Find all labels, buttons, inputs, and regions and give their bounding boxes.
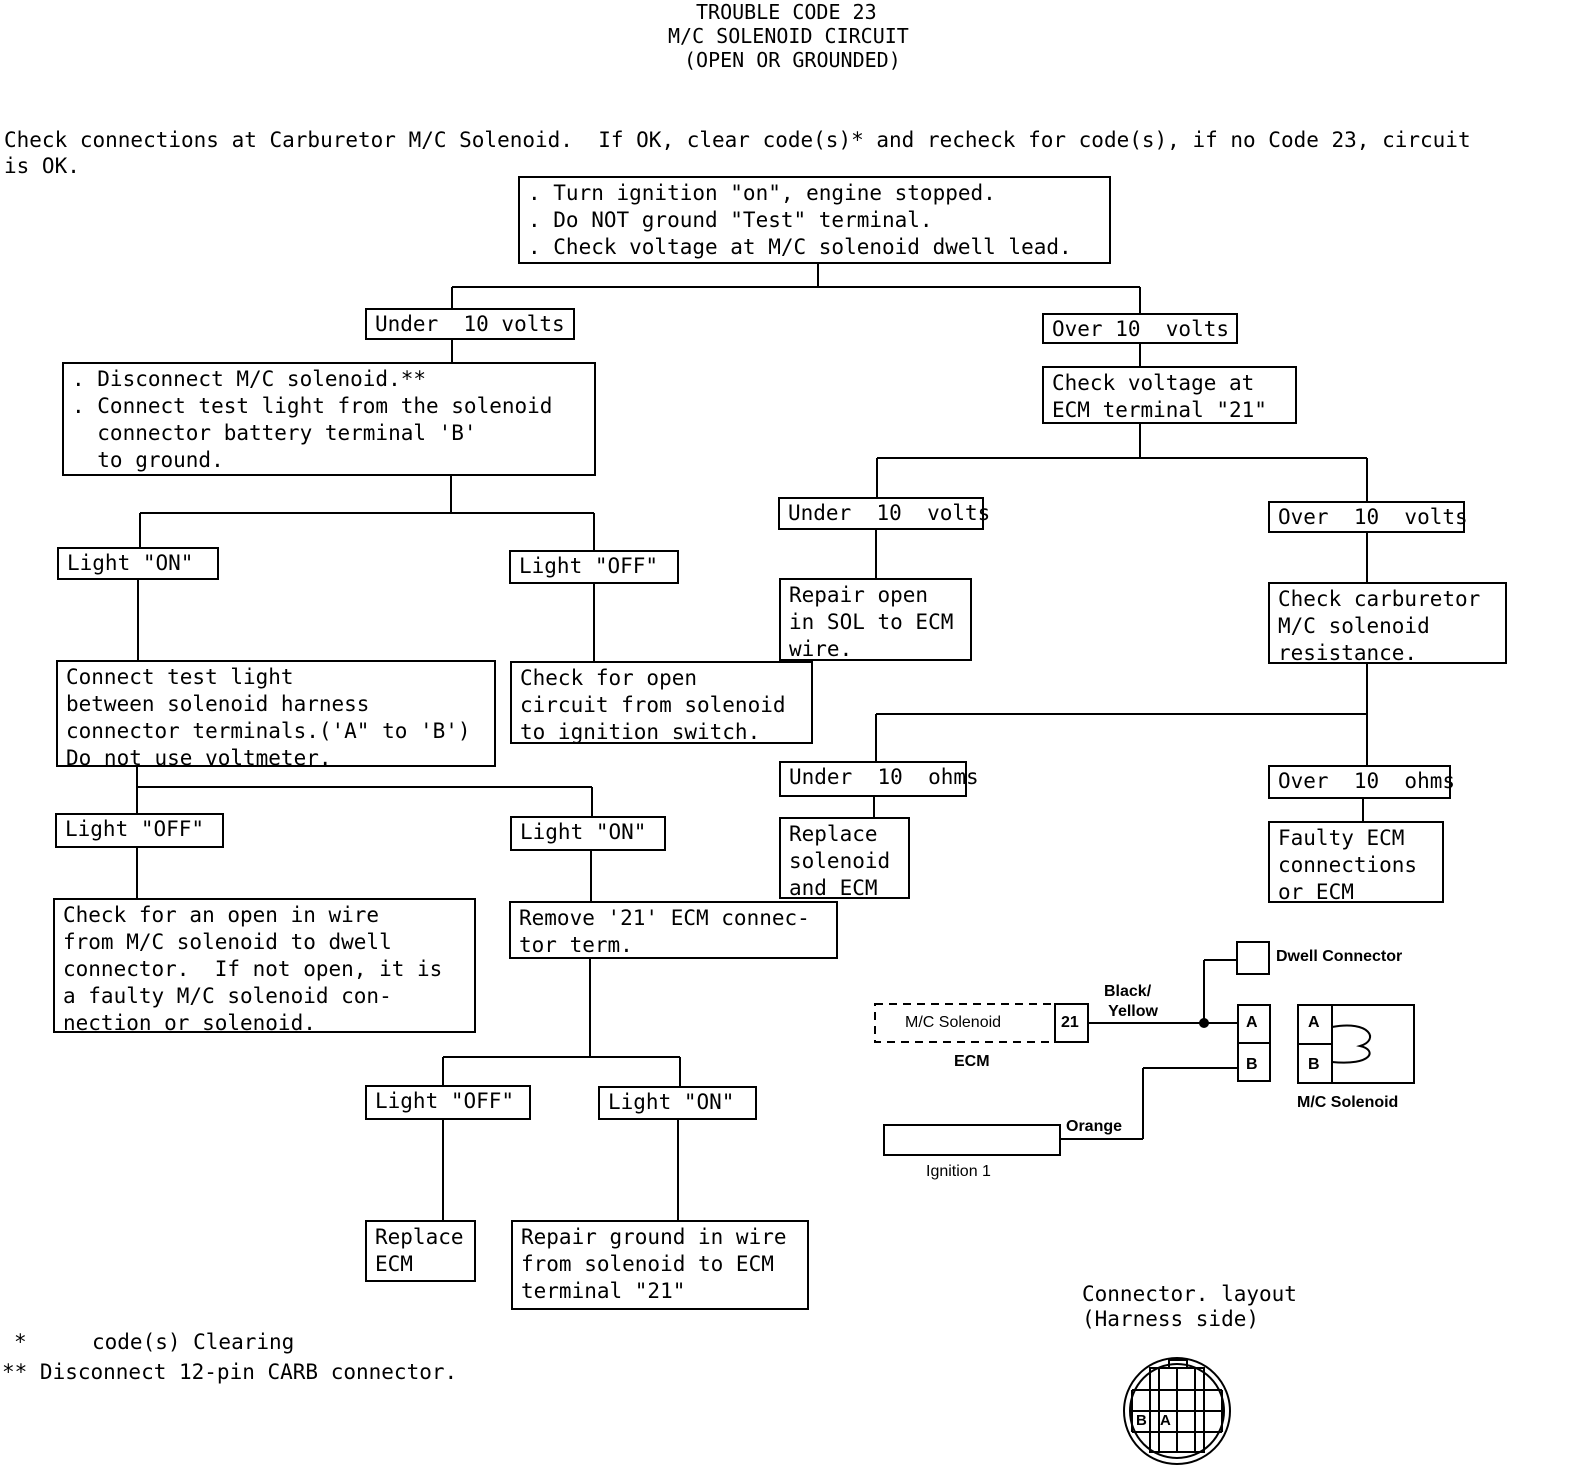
check-carburetor-box: Check carburetor M/C solenoid resistance… [1268,582,1507,665]
replace-ecm-box: Replace ECM [365,1220,476,1282]
connector-layout-pin-b: B [1136,1412,1147,1429]
intro-line-1: Check connections at Carburetor M/C Sole… [4,128,1471,152]
connector-layout-pin-a: A [1160,1412,1171,1429]
label-light-on-1: Light "ON" [57,547,219,580]
disconnect-solenoid-box: . Disconnect M/C solenoid.** . Connect t… [62,362,596,476]
check-open-wire-box: Check for an open in wire from M/C solen… [53,898,476,1035]
repair-open-box: Repair open in SOL to ECM wire. [779,578,972,661]
replace-solenoid-ecm-box: Replace solenoid and ECM [779,817,910,900]
check-ecm-21-box: Check voltage at ECM terminal "21" [1042,366,1297,424]
ecm-label: ECM [954,1053,990,1070]
mc-solenoid-label: M/C Solenoid [1297,1094,1399,1111]
connector-pin-a: A [1246,1014,1258,1031]
connector-layout-title: Connector. layout (Harness side) [1082,1282,1297,1332]
connect-test-light-box: Connect test light between solenoid harn… [56,660,496,770]
dwell-connector-label: Dwell Connector [1276,948,1403,965]
repair-ground-box: Repair ground in wire from solenoid to E… [511,1220,809,1310]
footnote-1-text: code(s) Clearing [92,1330,295,1354]
connector-layout-graphic [1123,1357,1231,1465]
check-open-ignition-box: Check for open circuit from solenoid to … [510,661,813,744]
solenoid-pin-a: A [1308,1014,1320,1031]
title-line-1: TROUBLE CODE 23 [696,0,877,24]
ignition-label: Ignition 1 [926,1163,991,1180]
label-light-on-2: Light "ON" [510,816,666,851]
connector-pin-b: B [1246,1056,1258,1073]
footnote-1-mark: * [14,1330,27,1354]
mc-solenoid-ecm-label: M/C Solenoid [905,1014,1002,1031]
intro-line-2: is OK. [4,154,80,178]
label-over-10-ohms: Over 10 ohms [1268,765,1455,799]
label-under-10-volts-b: Under 10 volts [778,497,990,530]
title-line-2: M/C SOLENOID CIRCUIT [668,24,909,48]
label-over-10-volts-a: Over 10 volts [1042,313,1238,344]
splice-dot [1199,1018,1209,1028]
solenoid-pin-b: B [1308,1056,1320,1073]
label-light-on-3: Light "ON" [598,1086,757,1120]
black-yellow-label: Black/ Yellow [1104,983,1158,1020]
footnote-2: ** Disconnect 12-pin CARB connector. [2,1360,458,1384]
label-over-10-volts-b: Over 10 volts [1268,501,1468,533]
label-under-10-ohms: Under 10 ohms [779,761,979,797]
label-light-off-2: Light "OFF" [55,813,224,848]
remove-21-box: Remove '21' ECM connec- tor term. [509,901,838,959]
start-box: . Turn ignition "on", engine stopped. . … [518,176,1111,264]
label-light-off-3: Light "OFF" [365,1085,531,1120]
orange-wire-label: Orange [1066,1118,1123,1135]
label-light-off-1: Light "OFF" [509,550,679,584]
title-line-3: (OPEN OR GROUNDED) [684,48,901,72]
label-under-10-volts-a: Under 10 volts [365,308,575,340]
ecm-pin-21: 21 [1061,1014,1079,1031]
faulty-ecm-box: Faulty ECM connections or ECM [1268,821,1444,904]
